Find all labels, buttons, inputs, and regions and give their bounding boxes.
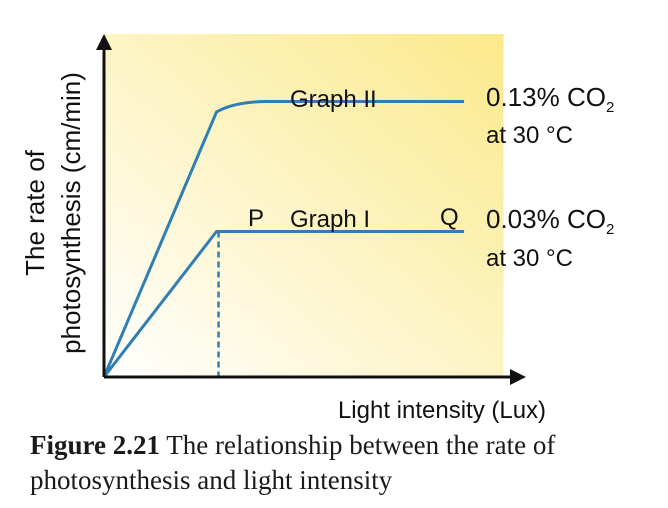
point-q-label: Q — [440, 204, 459, 231]
point-p-label: P — [248, 205, 264, 232]
condition-label-graph-i: 0.03% CO2 — [486, 204, 614, 238]
condition-graph-ii-temp: at 30 °C — [486, 122, 573, 149]
condition-graph-i-subscript: 2 — [606, 221, 614, 238]
y-axis-label-line2: photosynthesis (cm/min) — [56, 72, 86, 354]
x-axis-arrowhead — [510, 369, 526, 385]
condition-label-graph-ii: 0.13% CO2 — [486, 82, 614, 116]
photosynthesis-chart: The rate of photosynthesis (cm/min) Ligh… — [20, 34, 614, 424]
y-axis-label-line1: The rate of — [20, 149, 50, 276]
plot-area — [96, 34, 526, 385]
condition-graph-i-co2: 0.03% CO — [486, 204, 606, 234]
y-axis-arrowhead — [96, 34, 112, 50]
x-axis-label: Light intensity (Lux) — [338, 397, 546, 424]
figure-caption: Figure 2.21 The relationship between the… — [30, 428, 662, 498]
condition-graph-ii-subscript: 2 — [606, 99, 614, 116]
series-line-graph-ii — [102, 100, 465, 378]
plot-background — [104, 34, 504, 377]
figure-caption-text: The relationship between the rate of pho… — [30, 430, 556, 495]
series-line-graph-i — [102, 229, 465, 378]
series-label-graph-ii: Graph II — [290, 86, 377, 113]
condition-graph-ii-co2: 0.13% CO — [486, 82, 606, 112]
series-label-graph-i: Graph I — [290, 206, 370, 233]
condition-graph-i-temp: at 30 °C — [486, 245, 573, 272]
figure-number: Figure 2.21 — [30, 430, 160, 460]
